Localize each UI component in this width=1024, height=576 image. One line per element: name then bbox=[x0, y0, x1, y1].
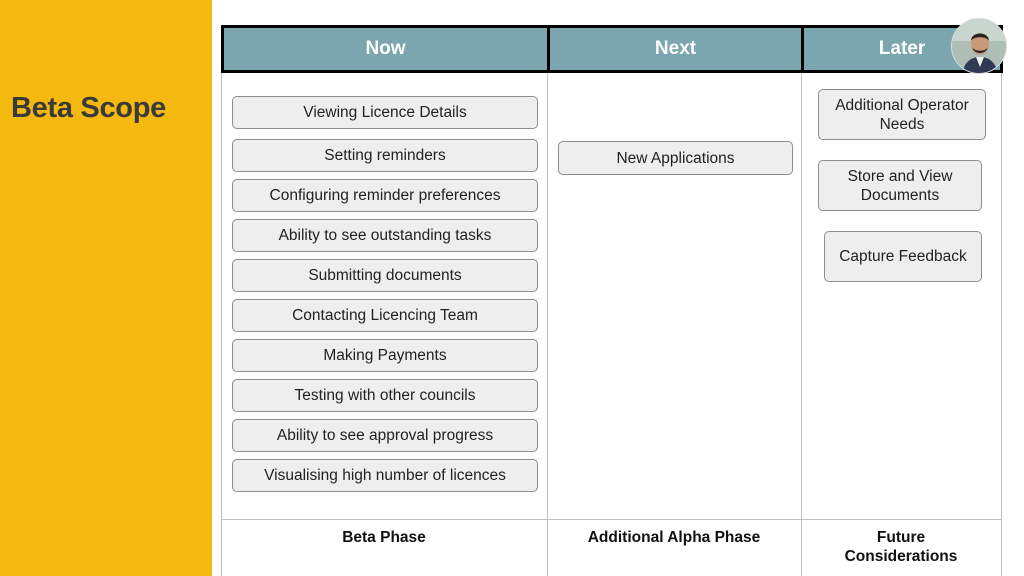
now-card: Testing with other councils bbox=[232, 379, 538, 412]
footer-label-later: Future Considerations bbox=[844, 529, 958, 565]
grid-line bbox=[1001, 73, 1002, 576]
now-card: Ability to see approval progress bbox=[232, 419, 538, 452]
now-card: Viewing Licence Details bbox=[232, 96, 538, 129]
sidebar-panel bbox=[0, 0, 212, 576]
now-card: Ability to see outstanding tasks bbox=[232, 219, 538, 252]
header-row: Now Next Later bbox=[221, 25, 1003, 73]
slide-title: Beta Scope bbox=[11, 92, 166, 124]
later-card: Additional Operator Needs bbox=[818, 89, 986, 140]
now-card: Configuring reminder preferences bbox=[232, 179, 538, 212]
grid-line bbox=[801, 73, 802, 576]
now-card: Submitting documents bbox=[232, 259, 538, 292]
footer-label-now: Beta Phase bbox=[342, 529, 426, 546]
grid-line bbox=[221, 73, 222, 576]
later-card: Store and View Documents bbox=[818, 160, 982, 211]
column-header-next: Next bbox=[550, 28, 801, 70]
grid-line bbox=[547, 73, 548, 576]
later-card: Capture Feedback bbox=[824, 231, 982, 282]
now-card: Contacting Licencing Team bbox=[232, 299, 538, 332]
column-header-now: Now bbox=[224, 28, 547, 70]
user-photo-avatar bbox=[951, 18, 1007, 74]
now-card: Setting reminders bbox=[232, 139, 538, 172]
now-card: Making Payments bbox=[232, 339, 538, 372]
footer-label-next: Additional Alpha Phase bbox=[587, 529, 761, 546]
footer-divider bbox=[221, 519, 1002, 520]
avatar-icon bbox=[952, 19, 1006, 73]
next-card: New Applications bbox=[558, 141, 793, 175]
roadmap-board: Now Next Later Viewing Licence Details S… bbox=[221, 25, 1003, 576]
now-card: Visualising high number of licences bbox=[232, 459, 538, 492]
